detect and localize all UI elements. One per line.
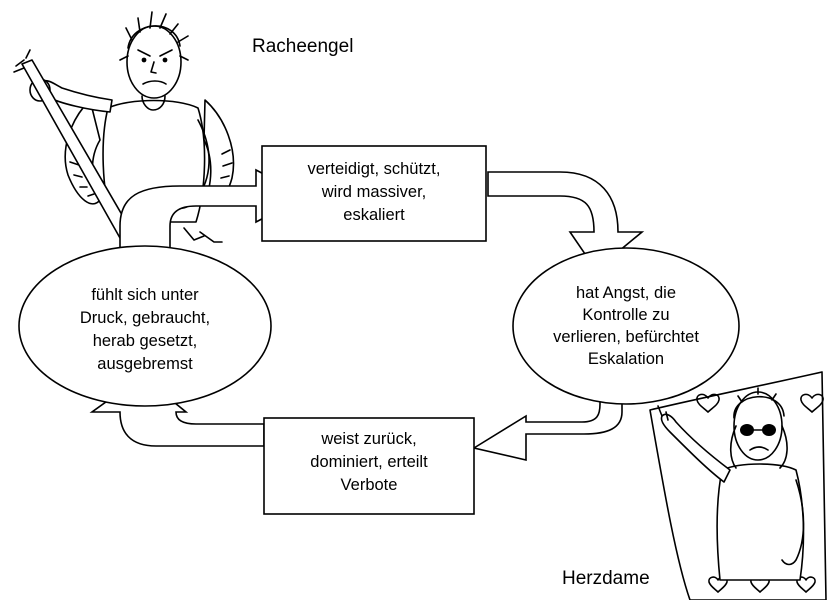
node-top: verteidigt, schützt, wird massiver, eska… bbox=[261, 145, 487, 242]
node-right: hat Angst, die Kontrolle zu verlieren, b… bbox=[512, 247, 740, 405]
node-bottom: weist zurück, dominiert, erteilt Verbote bbox=[263, 417, 475, 515]
node-bottom-box bbox=[263, 417, 475, 515]
node-bottom-line-2: dominiert, erteilt bbox=[310, 453, 428, 471]
avenging-angel-caption: Racheengel bbox=[252, 36, 353, 57]
node-top-line-3: eskaliert bbox=[343, 206, 405, 224]
node-right-line-3: verlieren, befürchtet bbox=[553, 328, 699, 346]
node-bottom-line-3: Verbote bbox=[341, 476, 398, 494]
node-top-line-2: wird massiver, bbox=[321, 183, 427, 201]
node-left: fühlt sich unter Druck, gebraucht, herab… bbox=[18, 245, 272, 407]
queen-of-hearts-caption: Herzdame bbox=[562, 568, 650, 589]
node-right-line-2: Kontrolle zu bbox=[582, 306, 669, 324]
node-top-line-1: verteidigt, schützt, bbox=[308, 160, 441, 178]
node-left-line-4: ausgebremst bbox=[97, 355, 193, 373]
node-left-line-1: fühlt sich unter bbox=[91, 286, 199, 304]
arrow-right-to-bottom bbox=[471, 385, 623, 462]
node-right-line-1: hat Angst, die bbox=[576, 284, 676, 302]
node-right-ellipse bbox=[512, 247, 740, 405]
node-bottom-line-1: weist zurück, bbox=[320, 430, 416, 448]
node-top-box bbox=[261, 145, 487, 242]
node-right-line-4: Eskalation bbox=[588, 350, 664, 368]
node-left-ellipse bbox=[18, 245, 272, 407]
node-left-line-3: herab gesetzt, bbox=[93, 332, 198, 350]
node-left-line-2: Druck, gebraucht, bbox=[80, 309, 210, 327]
queen-of-hearts-illustration bbox=[649, 371, 827, 600]
